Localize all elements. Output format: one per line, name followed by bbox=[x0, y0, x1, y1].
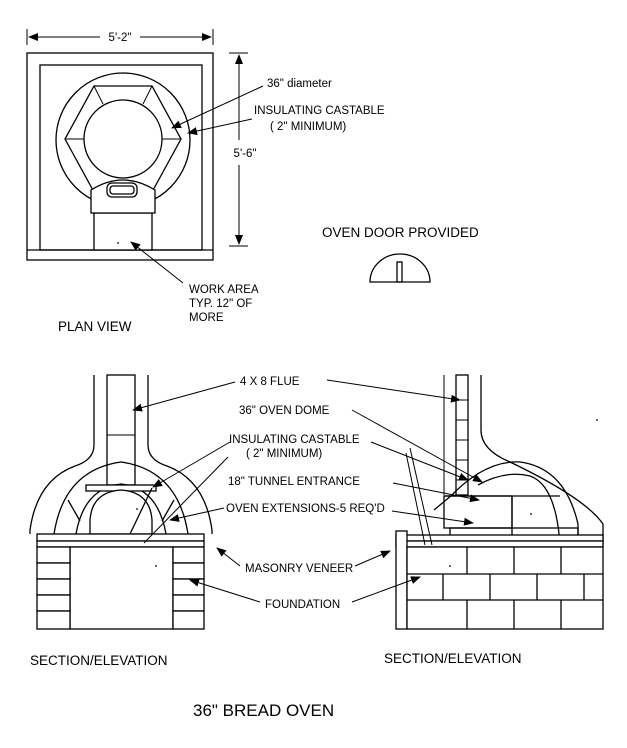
right-section bbox=[395, 374, 604, 630]
plan-view bbox=[26, 29, 264, 284]
work-area-label-1: WORK AREA bbox=[189, 284, 259, 296]
diameter-label: 36" diameter bbox=[267, 78, 332, 90]
work-area-label-3: MORE bbox=[189, 312, 224, 324]
diameter-leader bbox=[171, 85, 264, 129]
veneer-label: MASONRY VENEER bbox=[245, 563, 353, 575]
plan-castable-label-2: ( 2" MINIMUM) bbox=[270, 121, 346, 133]
section-leaders bbox=[132, 379, 483, 603]
dome-label: 36" OVEN DOME bbox=[239, 405, 330, 417]
right-flue bbox=[455, 374, 469, 496]
plan-hexagon-spokes bbox=[65, 85, 181, 140]
flue-label: 4 X 8 FLUE bbox=[240, 376, 300, 388]
left-section-label: SECTION/ELEVATION bbox=[30, 653, 168, 668]
plan-depth-label: 5'-6" bbox=[234, 148, 257, 160]
right-section-label: SECTION/ELEVATION bbox=[384, 651, 522, 666]
plan-castable-label-1: INSULATING CASTABLE bbox=[254, 105, 385, 117]
plan-oven-chamber bbox=[83, 99, 163, 179]
tunnel-label: 18" TUNNEL ENTRANCE bbox=[228, 476, 360, 488]
drawing-title: 36" BREAD OVEN bbox=[193, 701, 334, 720]
left-section bbox=[29, 374, 213, 630]
plan-castable-leader bbox=[187, 118, 253, 135]
plan-width-label: 5'-2" bbox=[109, 32, 132, 44]
plan-tunnel bbox=[90, 179, 156, 251]
plan-outer-slab bbox=[26, 52, 214, 261]
work-area-leader bbox=[130, 241, 184, 284]
oven-door-label: OVEN DOOR PROVIDED bbox=[322, 225, 479, 240]
oven-door bbox=[369, 253, 431, 283]
section-castable-label-2: ( 2" MINIMUM) bbox=[246, 448, 322, 460]
work-area-label-2: TYP. 12" OF bbox=[189, 298, 252, 310]
left-flue bbox=[106, 374, 136, 486]
extensions-label: OVEN EXTENSIONS-5 REQ'D bbox=[226, 503, 385, 515]
left-foundation-core bbox=[69, 546, 174, 630]
plan-view-label: PLAN VIEW bbox=[58, 319, 132, 334]
section-castable-label-1: INSULATING CASTABLE bbox=[229, 434, 360, 446]
width-dimension bbox=[26, 29, 214, 45]
right-masonry-blocks bbox=[406, 546, 604, 630]
foundation-label: FOUNDATION bbox=[265, 599, 340, 611]
